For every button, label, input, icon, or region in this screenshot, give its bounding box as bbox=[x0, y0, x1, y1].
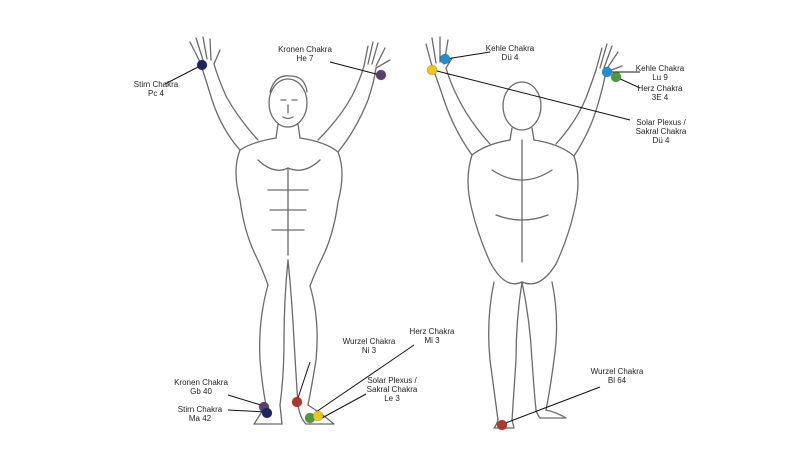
chakra-name: Herz Chakra bbox=[409, 327, 455, 336]
point-code: 3E 4 bbox=[651, 93, 669, 102]
chakra-name: Stirn Chakra bbox=[133, 80, 179, 89]
label-kehle-chakra-lu9: Kehle Chakra Lu 9 bbox=[630, 64, 690, 82]
chakra-name: Kehle Chakra bbox=[485, 44, 535, 53]
label-wurzel-chakra-ni3: Wurzel Chakra Ni 3 bbox=[336, 337, 402, 355]
chakra-name: Herz Chakra bbox=[637, 84, 683, 93]
point-code: Lu 9 bbox=[652, 73, 668, 82]
back-body-figure bbox=[425, 36, 623, 429]
label-kronen-chakra-gb40: Kronen Chakra Gb 40 bbox=[168, 378, 234, 396]
chakra-name: Kronen Chakra bbox=[174, 378, 228, 387]
point-code: Mi 3 bbox=[424, 336, 440, 345]
chakra-name: Wurzel Chakra bbox=[342, 337, 396, 346]
label-kehle-chakra-du4: Kehle Chakra Dü 4 bbox=[478, 44, 542, 62]
label-herz-chakra-mi3: Herz Chakra Mi 3 bbox=[402, 327, 462, 345]
chakra-name: Wurzel Chakra bbox=[590, 367, 644, 376]
dot-kehle-lu9 bbox=[601, 66, 613, 78]
dot-solar-le3 bbox=[312, 410, 324, 422]
chakra-name-2: Sakral Chakra bbox=[635, 127, 687, 136]
dot-stirn-ma42 bbox=[261, 407, 273, 419]
dot-kronen-he7 bbox=[375, 69, 387, 81]
point-code: He 7 bbox=[296, 54, 314, 63]
dot-solar-du4 bbox=[426, 64, 438, 76]
front-body-figure bbox=[189, 36, 391, 425]
dot-herz-3e4 bbox=[610, 71, 622, 83]
dot-wurzel-ni3 bbox=[291, 396, 303, 408]
point-code: Dü 4 bbox=[501, 53, 519, 62]
point-code: Ni 3 bbox=[361, 346, 377, 355]
chakra-name: Solar Plexus / bbox=[367, 376, 417, 385]
label-herz-chakra-3e4: Herz Chakra 3E 4 bbox=[632, 84, 688, 102]
chakra-name-2: Sakral Chakra bbox=[366, 385, 418, 394]
point-code: Pc 4 bbox=[147, 89, 164, 98]
chakra-name: Solar Plexus / bbox=[636, 118, 686, 127]
dot-kehle-du4 bbox=[439, 53, 451, 65]
chakra-points bbox=[196, 53, 622, 431]
chakra-name: Kronen Chakra bbox=[278, 45, 332, 54]
label-stirn-chakra-ma42: Stirn Chakra Ma 42 bbox=[168, 405, 232, 423]
point-code: Dü 4 bbox=[652, 136, 670, 145]
chakra-name: Kehle Chakra bbox=[635, 64, 685, 73]
point-code: Le 3 bbox=[384, 394, 400, 403]
label-solar-plexus-le3: Solar Plexus / Sakral Chakra Le 3 bbox=[358, 376, 426, 403]
dot-wurzel-bl64 bbox=[496, 419, 508, 431]
point-code: Bl 64 bbox=[607, 376, 627, 385]
dot-stirn-pc4 bbox=[196, 59, 208, 71]
leader-lines bbox=[164, 51, 641, 425]
point-code: Ma 42 bbox=[188, 414, 212, 423]
label-solar-plexus-du4: Solar Plexus / Sakral Chakra Dü 4 bbox=[626, 118, 696, 145]
label-kronen-chakra-he7: Kronen Chakra He 7 bbox=[272, 45, 338, 63]
label-wurzel-chakra-bl64: Wurzel Chakra Bl 64 bbox=[584, 367, 650, 385]
chakra-name: Stirn Chakra bbox=[177, 405, 223, 414]
label-stirn-chakra-pc4: Stirn Chakra Pc 4 bbox=[124, 80, 188, 98]
point-code: Gb 40 bbox=[190, 387, 212, 396]
